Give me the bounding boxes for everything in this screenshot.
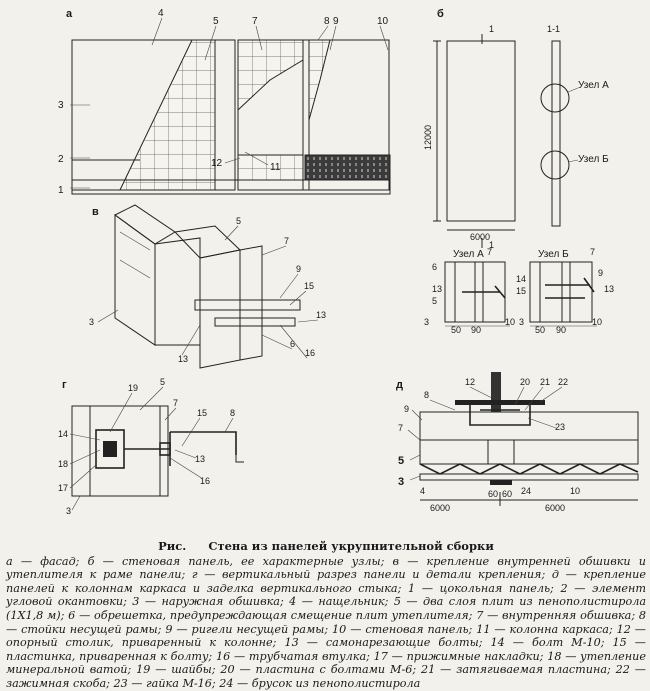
view-d-joint: д 12 20 21 22 8 9 23 7 5 3 4 24 10 60 60… [396, 372, 639, 513]
v-5: 5 [236, 216, 241, 226]
construction-diagram: а 1 2 3 4 5 7 8 9 10 11 12 [58, 8, 639, 516]
node-b-3: 3 [519, 317, 524, 327]
v-13: 13 [316, 310, 326, 320]
d-10: 10 [570, 486, 580, 496]
label-a: а [66, 8, 73, 20]
node-b-13: 13 [604, 284, 614, 294]
g-15: 15 [197, 408, 207, 418]
label-b: б [437, 8, 444, 20]
section-label: 1-1 [547, 24, 560, 34]
caption-body: а — фасад; б — стеновая панель, ее харак… [6, 554, 646, 690]
d-8: 8 [424, 390, 429, 400]
node-a-5: 5 [432, 296, 437, 306]
v-15: 15 [304, 281, 314, 291]
d-12: 12 [465, 377, 475, 387]
section-mark-top: 1 [489, 24, 494, 34]
d-9: 9 [404, 404, 409, 414]
node-b-14: 14 [516, 274, 526, 284]
node-b-detail-title: Узел Б [538, 249, 569, 260]
view-b-panel: б 12000 6000 1 1 1-1 Узел А Узел Б [423, 8, 609, 250]
callout-8: 8 [324, 16, 330, 27]
d-21: 21 [540, 377, 550, 387]
d-3: 3 [398, 476, 404, 488]
callout-1: 1 [58, 185, 64, 196]
node-a-6: 6 [432, 262, 437, 272]
g-13: 13 [195, 454, 205, 464]
view-a-facade: а 1 2 3 4 5 7 8 9 10 11 12 [58, 8, 391, 196]
node-a-90: 90 [471, 325, 481, 335]
callout-11: 11 [270, 162, 281, 173]
callout-12: 12 [211, 158, 223, 169]
d-5: 5 [398, 455, 404, 467]
node-b-9: 9 [598, 268, 603, 278]
node-a-3: 3 [424, 317, 429, 327]
dim-height: 12000 [423, 125, 433, 150]
node-b-10: 10 [592, 317, 602, 327]
label-v: в [92, 206, 99, 218]
g-8: 8 [230, 408, 235, 418]
node-a-detail-title: Узел А [453, 249, 484, 260]
callout-4: 4 [158, 8, 164, 19]
view-g-section: г 19 5 7 15 8 14 18 17 13 16 3 [58, 377, 244, 516]
node-a-10: 10 [505, 317, 515, 327]
section-mark-bottom: 1 [489, 240, 494, 250]
node-b-90: 90 [556, 325, 566, 335]
g-5: 5 [160, 377, 165, 387]
callout-7: 7 [252, 16, 258, 27]
g-18: 18 [58, 459, 68, 469]
figure-caption: Рис. Стена из панелей укрупнительной сбо… [6, 539, 646, 691]
dim-width: 6000 [470, 232, 490, 242]
d-22: 22 [558, 377, 568, 387]
caption-title: Стена из панелей укрупнительной сборки [208, 539, 494, 553]
g-14: 14 [58, 429, 68, 439]
callout-9: 9 [333, 16, 339, 27]
view-v-isometric: в 5 7 9 15 13 6 16 13 3 [89, 204, 326, 369]
d-6000a: 6000 [430, 503, 450, 513]
callout-5: 5 [213, 16, 219, 27]
label-g: г [62, 379, 67, 391]
node-a-detail: Узел А 6 7 13 5 3 50 90 10 [424, 247, 515, 335]
node-a-13: 13 [432, 284, 442, 294]
facade-callouts: 1 2 3 4 5 7 8 9 10 11 12 [58, 8, 389, 196]
d-6000b: 6000 [545, 503, 565, 513]
g-7: 7 [173, 398, 178, 408]
callout-2: 2 [58, 154, 64, 165]
v-3: 3 [89, 317, 94, 327]
caption-prefix: Рис. [158, 539, 187, 553]
node-a-7: 7 [487, 247, 492, 257]
d-23: 23 [555, 422, 565, 432]
node-b-detail: Узел Б 14 15 7 9 13 3 50 90 10 [516, 247, 614, 335]
node-b-50: 50 [535, 325, 545, 335]
callout-10: 10 [377, 16, 389, 27]
d-20: 20 [520, 377, 530, 387]
caption-title-row: Рис. Стена из панелей укрупнительной сбо… [6, 539, 646, 554]
label-d: д [396, 379, 403, 391]
v-7: 7 [284, 236, 289, 246]
g-16: 16 [200, 476, 210, 486]
d-4: 4 [420, 486, 425, 496]
v-16: 16 [305, 348, 315, 358]
node-b-15: 15 [516, 286, 526, 296]
g-3: 3 [66, 506, 71, 516]
d-24: 24 [521, 486, 531, 496]
g-17: 17 [58, 483, 68, 493]
callout-3: 3 [58, 100, 64, 111]
node-b-7: 7 [590, 247, 595, 257]
v-9: 9 [296, 264, 301, 274]
node-a-50: 50 [451, 325, 461, 335]
node-b-label: Узел Б [578, 154, 609, 165]
d-60a: 60 [488, 489, 498, 499]
d-60b: 60 [502, 489, 512, 499]
v-6: 6 [290, 339, 295, 349]
g-19: 19 [128, 383, 138, 393]
d-7: 7 [398, 423, 403, 433]
v-13b: 13 [178, 354, 188, 364]
node-a-label: Узел А [578, 80, 609, 91]
